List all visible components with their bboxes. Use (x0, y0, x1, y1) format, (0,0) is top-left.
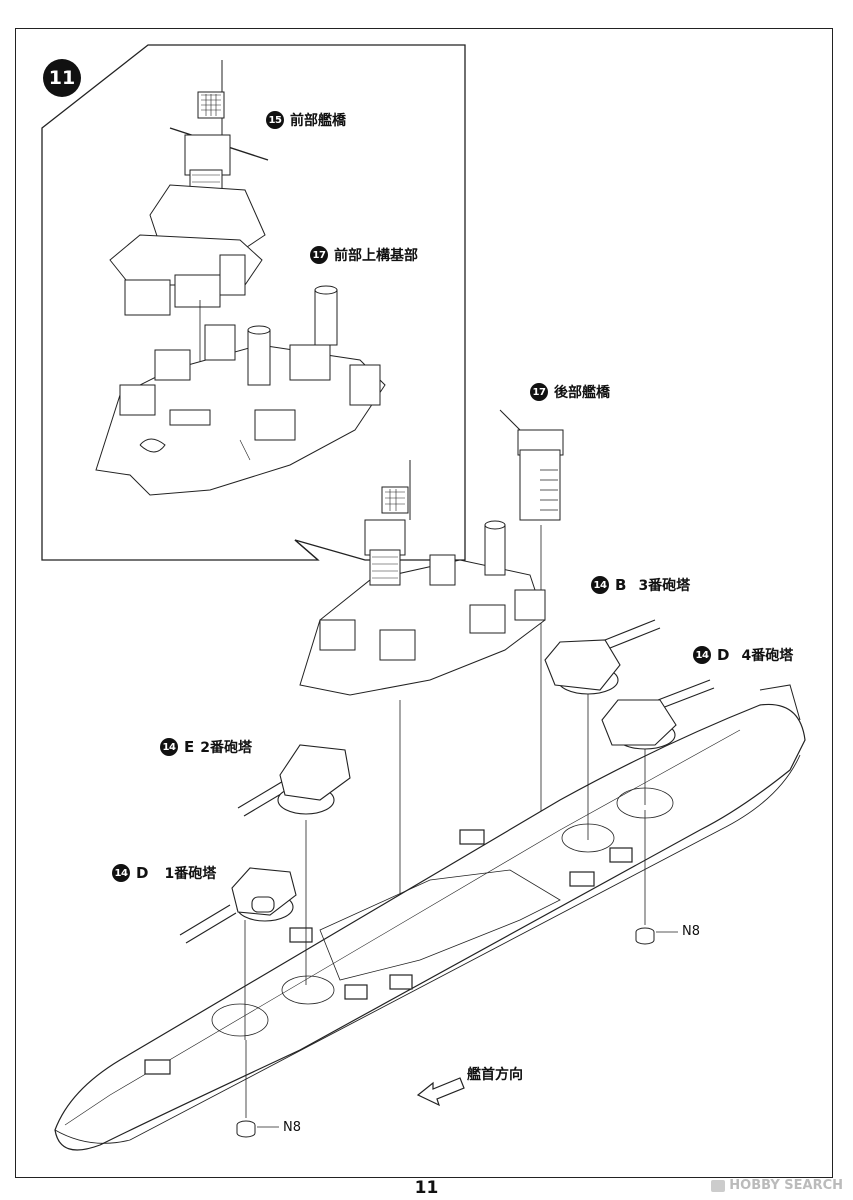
bow-direction-label: 艦首方向 (467, 1067, 523, 1083)
page-number: 11 (414, 1178, 439, 1198)
turret-1 (179, 867, 297, 944)
watermark-logo-icon (711, 1179, 726, 1192)
n8-part-bottom (236, 1040, 279, 1138)
ref-badge: 14 (693, 646, 711, 664)
callout-turret-3: 14 B 3番砲塔 (591, 575, 690, 595)
part-letter: D (136, 864, 149, 882)
part-letter: E (184, 738, 195, 756)
page-border (15, 28, 833, 1178)
n8-part-top (635, 810, 678, 945)
callout-label-text: 前部上構基部 (334, 248, 418, 264)
part-letter: D (717, 646, 730, 664)
part-n8-label-bottom: N8 (283, 1120, 301, 1135)
callout-label-text: 4番砲塔 (741, 648, 794, 664)
callout-label-text: 後部艦橋 (554, 385, 610, 401)
part-letter: B (615, 576, 627, 594)
turret-2 (237, 744, 351, 817)
turret-drop-lines (244, 690, 646, 1040)
callout-pointer (294, 539, 319, 561)
callout-front-bridge: 15 前部艦橋 (266, 110, 346, 130)
hull (54, 684, 806, 1151)
callout-turret-1: 14 D 1番砲塔 (112, 863, 216, 883)
ref-badge: 14 (591, 576, 609, 594)
callout-label-text: 前部艦橋 (290, 113, 346, 129)
step-number: 11 (48, 67, 76, 89)
ref-badge: 15 (266, 111, 284, 129)
step-number-badge: 11 (43, 59, 81, 97)
callout-label-text: 1番砲塔 (164, 866, 217, 882)
ref-badge: 17 (530, 383, 548, 401)
inset-panel (41, 44, 466, 561)
main-superstructure (299, 460, 546, 927)
turret-4 (601, 679, 715, 750)
part-n8-label-top: N8 (682, 924, 700, 939)
inset-rear-bridge (499, 409, 564, 877)
ref-badge: 14 (112, 864, 130, 882)
callout-rear-bridge: 17 後部艦橋 (530, 382, 610, 402)
callout-label-text: 3番砲塔 (638, 578, 691, 594)
callout-front-superstructure: 17 前部上構基部 (310, 245, 418, 265)
ref-badge: 17 (310, 246, 328, 264)
turret-3 (544, 619, 661, 695)
bow-direction-arrow (416, 1077, 465, 1107)
watermark-text: HOBBY SEARCH (729, 1178, 843, 1193)
callout-turret-4: 14 D 4番砲塔 (693, 645, 793, 665)
ref-badge: 14 (160, 738, 178, 756)
inset-superstructure (95, 285, 386, 496)
callout-turret-2: 14 E 2番砲塔 (160, 737, 252, 757)
callout-label-text: 2番砲塔 (200, 740, 252, 756)
inset-front-bridge (109, 60, 269, 437)
watermark: HOBBY SEARCH (711, 1178, 843, 1193)
